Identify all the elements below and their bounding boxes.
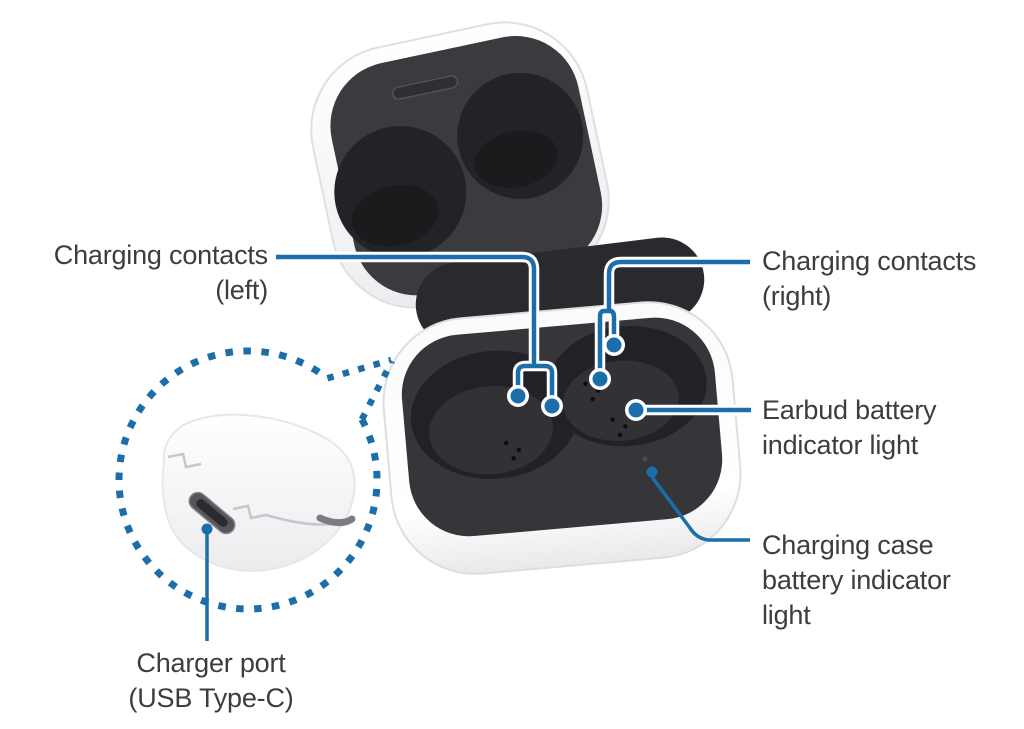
label-line: (USB Type-C): [128, 683, 294, 713]
case-seam-right: [232, 504, 335, 526]
label-line: Charging contacts: [762, 246, 977, 276]
label-line: light: [762, 600, 811, 630]
label-case-battery-light: Charging case battery indicator light: [762, 528, 951, 633]
label-line: Charging contacts: [53, 240, 268, 270]
case-lid: [310, 21, 610, 309]
dot-contact-right-2: [606, 337, 622, 353]
label-charging-contacts-left: Charging contacts (left): [16, 238, 268, 308]
inset-closed-case: [115, 347, 395, 613]
label-charger-port: Charger port (USB Type-C): [86, 646, 336, 716]
case-led: [642, 456, 648, 462]
magnifier-pointer-bottom: [359, 359, 395, 421]
dot-charger-port: [201, 523, 213, 535]
closed-case-body: [161, 413, 356, 572]
leader-charging-contacts-left: [276, 254, 555, 404]
label-line: Charging case: [762, 530, 934, 560]
dot-contact-left-1: [510, 388, 526, 404]
callout-dots: [201, 334, 658, 535]
case-seam-left: [167, 452, 202, 469]
lid-magnet-slot: [391, 75, 459, 100]
label-line: indicator light: [762, 430, 919, 460]
case-tray: [382, 301, 742, 575]
label-line: Earbud battery: [762, 395, 937, 425]
callout-lines: [201, 251, 751, 641]
dot-case-battery-light: [646, 466, 658, 478]
label-line: battery indicator: [762, 565, 951, 595]
leader-charging-contacts-right: [597, 259, 750, 377]
dot-contact-right-1: [592, 371, 608, 387]
leader-case-battery: [650, 475, 750, 542]
label-line: (right): [762, 281, 832, 311]
case-seam-shadow: [316, 514, 356, 527]
label-charging-contacts-right: Charging contacts (right): [762, 244, 976, 314]
magnifier-dotted-circle: [115, 347, 381, 613]
label-line: (left): [215, 275, 268, 305]
charging-contact-pins: [504, 381, 628, 461]
dot-earbud-battery-light: [628, 402, 644, 418]
dot-contact-left-2: [544, 398, 560, 414]
label-earbud-battery-light: Earbud battery indicator light: [762, 393, 937, 463]
usb-c-port: [188, 491, 236, 535]
label-line: Charger port: [136, 648, 286, 678]
magnifier-pointer-top: [326, 356, 392, 382]
